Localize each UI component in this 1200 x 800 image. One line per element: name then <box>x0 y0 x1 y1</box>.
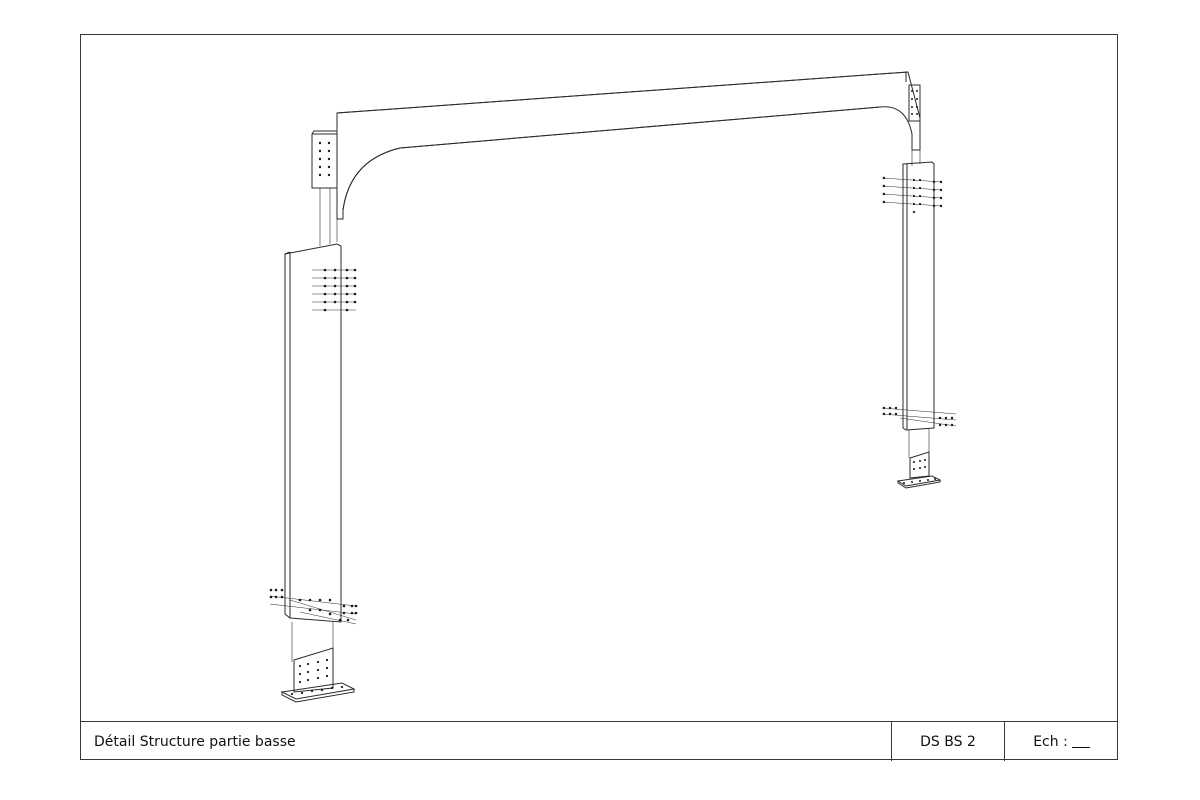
left-footing-guides <box>291 622 334 662</box>
bolt-dots <box>269 90 954 696</box>
right-footing-guides <box>908 428 930 458</box>
title-block: Détail Structure partie basse DS BS 2 Ec… <box>80 721 1118 761</box>
drawing-code: DS BS 2 <box>892 722 1005 761</box>
drawing-scale-label: Ech : <box>1033 733 1068 750</box>
right-top-plate <box>908 84 921 122</box>
drawing-sheet-frame <box>80 34 1118 760</box>
drawing-description-text: Détail Structure partie basse <box>94 733 296 750</box>
left-alignment-lines <box>319 188 338 246</box>
drawing-code-text: DS BS 2 <box>920 733 976 750</box>
right-alignment-lines <box>911 150 921 166</box>
drawing-scale: Ech : <box>1005 722 1118 761</box>
scale-blank-line <box>1071 735 1090 748</box>
arch-beam <box>336 71 921 220</box>
left-post-bolt-array-bottom <box>269 595 357 625</box>
right-footing <box>896 451 942 489</box>
left-post <box>284 243 342 623</box>
right-post-bolt-array-top <box>881 177 943 207</box>
right-post-bolt-array-bottom <box>881 407 957 427</box>
left-post-bolt-array-top <box>312 269 356 311</box>
left-top-plate <box>311 130 338 189</box>
right-post <box>902 161 935 431</box>
drawing-description: Détail Structure partie basse <box>80 722 892 761</box>
